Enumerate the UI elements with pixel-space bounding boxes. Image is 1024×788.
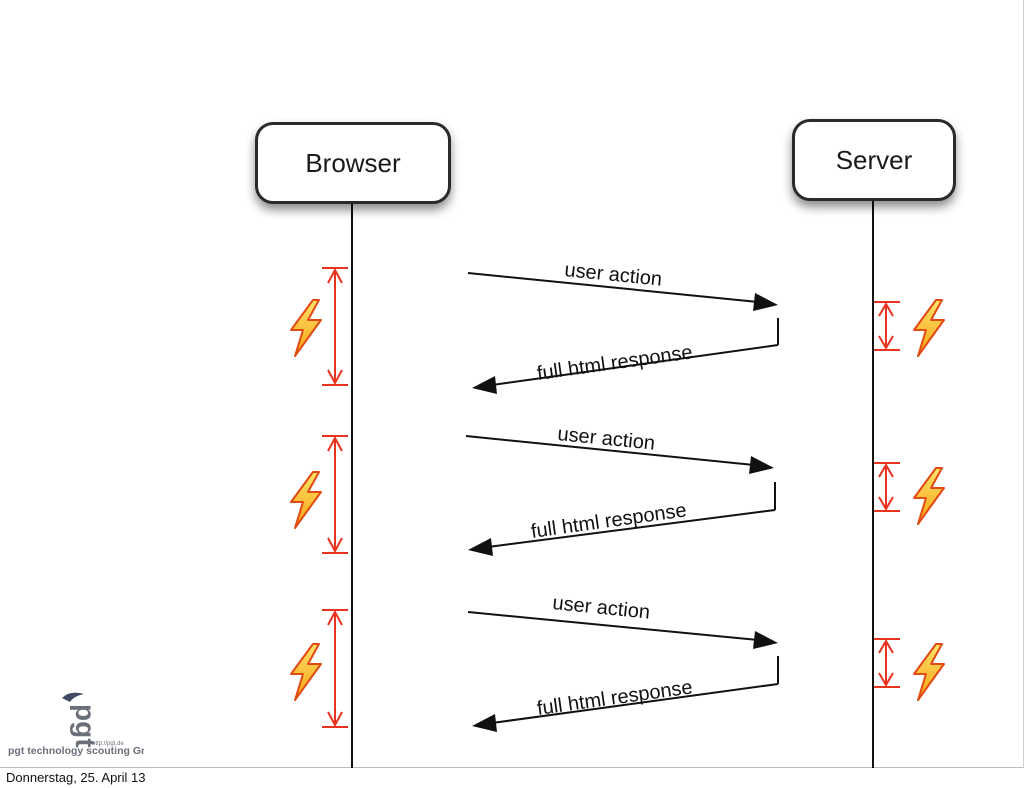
- slide-canvas: user action full html response user acti…: [0, 0, 1024, 768]
- exchange-2: user action full html response: [465, 423, 776, 556]
- exchange-3: user action full html response: [467, 592, 779, 732]
- browser-label: Browser: [305, 147, 401, 178]
- browser-wait-interval-3: [322, 609, 348, 728]
- browser-wait-interval-2: [322, 435, 348, 554]
- exchange-1: user action full html response: [467, 259, 779, 394]
- response-arrow-line: [487, 509, 776, 548]
- lightning-bolt-icon: [913, 467, 945, 525]
- response-label: full html response: [530, 499, 688, 543]
- request-arrowhead: [749, 456, 774, 474]
- server-wait-interval-1: [874, 301, 900, 351]
- server-wait-interval-2: [874, 462, 900, 512]
- logo-swoosh: [62, 692, 84, 702]
- pgt-logo: pgt pgt technology scouting GmbH http://…: [8, 692, 144, 757]
- server-participant-box: Server: [792, 119, 956, 201]
- logo-mark-text: pgt: [70, 704, 101, 748]
- server-label: Server: [835, 144, 913, 175]
- browser-participant-box: Browser: [255, 122, 451, 204]
- lightning-bolt-icon: [290, 299, 322, 357]
- lightning-bolt-icon: [913, 643, 945, 701]
- lightning-bolt-icon: [290, 643, 322, 701]
- logo-url-text: http://pgt.de: [92, 741, 124, 747]
- request-arrow-line: [465, 435, 755, 466]
- browser-wait-interval-1: [322, 267, 348, 386]
- request-label: user action: [552, 592, 652, 624]
- lightning-bolt-icon: [913, 299, 945, 357]
- request-arrow-line: [467, 611, 759, 641]
- lightning-bolt-icon: [290, 471, 322, 529]
- response-label: full html response: [536, 341, 694, 385]
- response-arrowhead: [468, 538, 493, 556]
- server-wait-interval-3: [874, 638, 900, 688]
- response-arrow-line: [491, 683, 779, 724]
- logo-company-text: pgt technology scouting GmbH: [8, 745, 144, 757]
- footer-date: Donnerstag, 25. April 13: [6, 770, 146, 785]
- response-arrowhead: [472, 376, 497, 394]
- response-arrowhead: [472, 714, 497, 732]
- request-arrowhead: [753, 293, 778, 311]
- request-label: user action: [564, 259, 664, 291]
- request-arrowhead: [753, 631, 778, 649]
- pgt-logo-mark: pgt: [70, 704, 101, 748]
- response-label: full html response: [536, 676, 694, 720]
- response-arrow-line: [491, 344, 779, 386]
- request-arrow-line: [467, 272, 759, 303]
- sequence-diagram: user action full html response user acti…: [290, 201, 945, 768]
